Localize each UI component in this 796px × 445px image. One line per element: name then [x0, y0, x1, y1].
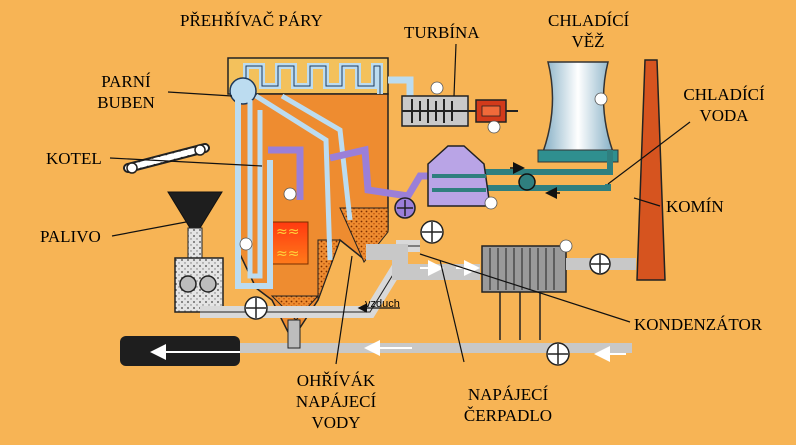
steam-drum — [229, 77, 257, 105]
label-superheater: PŘEHŘÍVAČ PÁRY — [180, 11, 323, 30]
flue-duct — [366, 220, 480, 280]
precipitator — [481, 239, 636, 340]
label-condenser: KONDENZÁTOR — [634, 315, 763, 334]
label-turbine: TURBÍNA — [404, 23, 480, 42]
superheater-coil — [243, 63, 383, 94]
cooling-water-loop — [452, 121, 691, 199]
label-economizer-line1: OHŘÍVÁK — [296, 371, 376, 390]
feedwater-pipe — [268, 145, 440, 200]
feed-pump — [394, 197, 416, 219]
label-air: vzduch — [365, 298, 400, 310]
coal-mill — [174, 257, 224, 313]
label-chimney: KOMÍN — [666, 197, 724, 216]
label-feed-pump-line2: ČERPADLO — [463, 406, 553, 425]
label-steam-drum-line1: PARNÍ — [101, 72, 151, 91]
label-cooling-water-line1: CHLADÍCÍ — [683, 85, 765, 104]
generator — [475, 99, 507, 134]
svg-text:≈≈: ≈≈ — [276, 246, 299, 262]
label-economizer-line3: VODY — [311, 413, 361, 432]
label-feed-pump-line1: NAPÁJECÍ — [467, 385, 549, 404]
label-cooling-tower-line2: VĚŽ — [571, 32, 605, 51]
svg-text:≈≈: ≈≈ — [276, 224, 299, 240]
cooling-tower — [537, 61, 619, 163]
conveyor-belt — [123, 143, 210, 174]
ash-conveyor — [120, 319, 632, 366]
label-cooling-tower-line1: CHLADÍCÍ — [548, 11, 630, 30]
label-steam-drum-line2: BUBEN — [97, 93, 155, 112]
label-fuel: PALIVO — [40, 227, 101, 246]
label-cooling-water-line2: VODA — [699, 106, 749, 125]
chimney — [636, 59, 666, 281]
water-wall-tubes — [235, 93, 353, 289]
label-boiler: KOTEL — [46, 149, 102, 168]
condenser — [427, 145, 498, 210]
label-economizer-line2: NAPÁJECÍ — [295, 392, 377, 411]
leader-lines — [109, 43, 661, 365]
fuel-hopper — [167, 191, 223, 259]
